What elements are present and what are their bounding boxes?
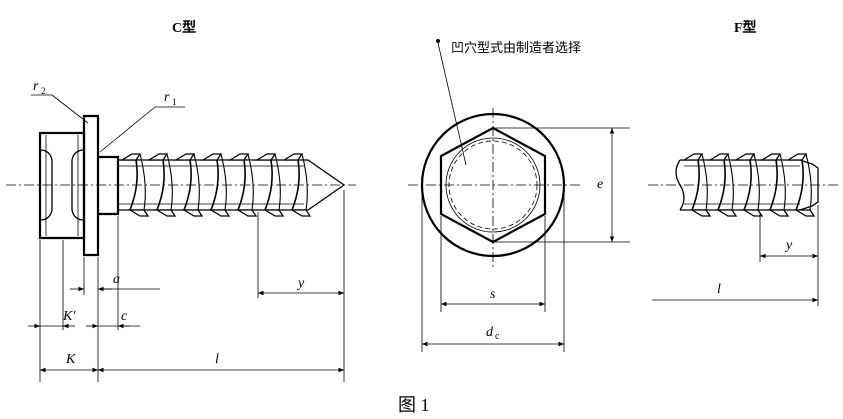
dimension-a: a xyxy=(70,272,160,292)
dimension-k: K xyxy=(40,352,98,373)
f-dim-y-label: y xyxy=(784,238,793,253)
dim-k-label: K xyxy=(65,352,76,367)
f-type-view: F型 y l xyxy=(648,19,838,306)
f-dimension-y: y xyxy=(760,238,818,259)
thread-shank xyxy=(98,153,346,217)
dimension-dc: d c xyxy=(421,190,565,352)
r1-callout: r 1 xyxy=(99,90,185,153)
break-line xyxy=(675,159,685,211)
dim-s-label: s xyxy=(490,287,496,302)
figure-caption: 图 1 xyxy=(398,395,430,415)
dimension-c: c xyxy=(86,309,140,329)
dimension-e: e xyxy=(495,127,630,243)
f-type-title: F型 xyxy=(734,19,757,36)
r2-label: r xyxy=(33,79,39,94)
end-view: 凹穴型式由制造者选择 e s d xyxy=(408,39,630,352)
f-dimension-l: l xyxy=(652,282,818,303)
dimension-y: y xyxy=(258,276,344,296)
f-dim-l-label: l xyxy=(717,282,721,297)
dimension-s: s xyxy=(440,216,546,312)
dimension-l: l xyxy=(98,352,344,373)
dim-dc-label: d xyxy=(486,325,494,340)
dimension-k-prime: K′ xyxy=(28,309,76,329)
hex-head xyxy=(38,131,86,240)
r2-subscript: 2 xyxy=(41,86,46,96)
recess-note: 凹穴型式由制造者选择 xyxy=(451,40,581,55)
dim-c-label: c xyxy=(121,309,128,324)
dim-y-label: y xyxy=(296,276,305,291)
dim-l-label: l xyxy=(215,352,219,367)
r1-subscript: 1 xyxy=(172,97,177,107)
dim-a-label: a xyxy=(113,272,120,287)
r2-callout: r 2 xyxy=(31,79,89,124)
flange-washer xyxy=(82,114,100,257)
dim-k-prime-label: K′ xyxy=(62,309,76,324)
r1-label: r xyxy=(164,90,170,105)
extension-lines xyxy=(39,190,345,382)
c-type-view: C型 r 2 xyxy=(6,19,356,382)
dim-dc-subscript: c xyxy=(495,331,500,342)
dim-e-label: e xyxy=(597,177,603,192)
c-type-title: C型 xyxy=(172,19,196,36)
